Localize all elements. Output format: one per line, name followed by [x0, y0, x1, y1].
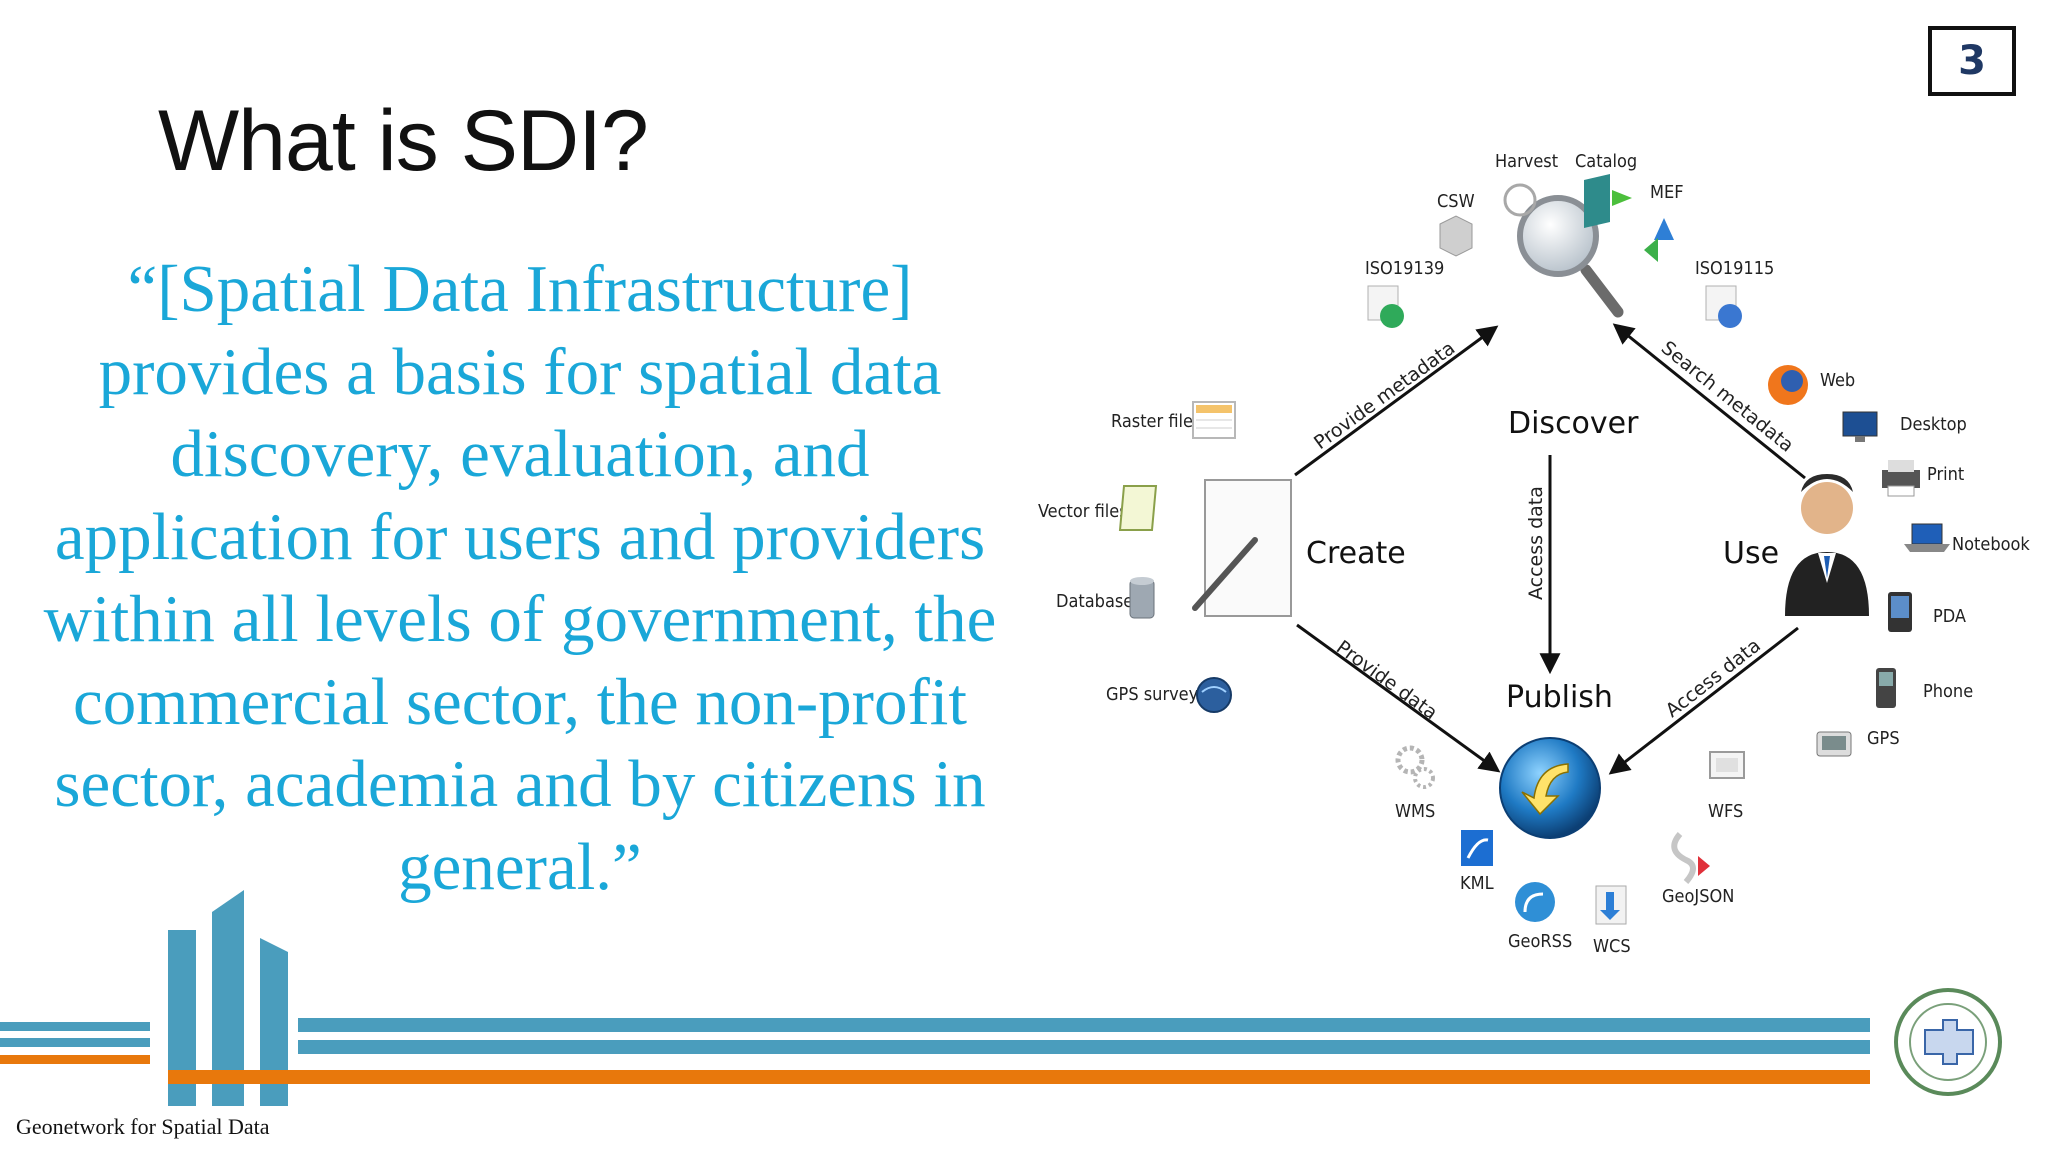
label-catalog: Catalog — [1575, 151, 1637, 172]
label-notebook: Notebook — [1952, 534, 2030, 555]
magnifier-icon — [1517, 195, 1624, 318]
vector-files-icon — [1118, 485, 1158, 531]
label-wcs: WCS — [1593, 936, 1631, 957]
label-georss: GeoRSS — [1508, 931, 1572, 952]
page-number: 3 — [1928, 26, 2016, 96]
label-harvest: Harvest — [1495, 151, 1558, 172]
notebook-icon — [1904, 523, 1950, 552]
iso19139-icon — [1367, 285, 1404, 328]
desktop-icon — [1842, 411, 1878, 442]
arrow-provide-data — [1296, 623, 1501, 773]
label-gps: GPS — [1867, 728, 1900, 749]
footer-stripe-blue-left-1 — [0, 1022, 150, 1031]
arrow-search-metadata — [1612, 323, 1806, 480]
label-raster-files: Raster files — [1111, 411, 1201, 432]
csw-icon — [1439, 215, 1473, 257]
footer-stripe-orange — [168, 1070, 1870, 1084]
arrow-provide-metadata — [1294, 325, 1499, 477]
geojson-icon — [1671, 832, 1710, 884]
node-discover: Discover — [1508, 406, 1639, 441]
footer-stripes-graphic — [0, 890, 2002, 1106]
label-access-data-diagonal: Access data — [1662, 634, 1765, 721]
printer-icon — [1882, 460, 1920, 497]
label-geojson: GeoJSON — [1662, 886, 1734, 907]
georss-icon — [1515, 882, 1555, 922]
phone-icon — [1876, 668, 1896, 708]
label-pda: PDA — [1933, 606, 1966, 627]
footer-stripe-blue-left-2 — [0, 1038, 150, 1047]
node-publish: Publish — [1506, 680, 1613, 715]
label-vector-files: Vector files — [1038, 501, 1128, 522]
organization-seal-logo — [1894, 988, 2002, 1096]
label-iso19139: ISO19139 — [1365, 258, 1444, 279]
sdi-workflow-diagram: Provide metadata Search metadata Access … — [1038, 151, 2030, 957]
footer-text: Geonetwork for Spatial Data — [16, 1114, 270, 1139]
label-databases: Databases — [1056, 591, 1142, 612]
wcs-icon — [1595, 885, 1627, 925]
iso19115-icon — [1705, 285, 1742, 328]
document-pencil-icon — [1192, 479, 1292, 617]
label-mef: MEF — [1650, 182, 1684, 203]
label-provide-metadata: Provide metadata — [1310, 337, 1459, 454]
user-person-icon — [1785, 474, 1869, 616]
pda-icon — [1888, 592, 1912, 632]
mef-icon — [1644, 218, 1674, 262]
harvest-icon — [1503, 183, 1537, 217]
footer-stripe-orange-left — [0, 1055, 150, 1064]
globe-publish-icon — [1499, 737, 1601, 839]
wms-gears-icon — [1395, 745, 1435, 789]
web-browser-icon — [1768, 365, 1808, 405]
slide-title: What is SDI? — [158, 93, 649, 189]
label-phone: Phone — [1923, 681, 1973, 702]
label-wfs: WFS — [1708, 801, 1743, 822]
label-gps-surveys: GPS surveys — [1106, 684, 1207, 705]
gps-device-icon — [1816, 731, 1852, 757]
label-csw: CSW — [1437, 191, 1475, 212]
label-print: Print — [1927, 464, 1964, 485]
gps-surveys-icon — [1196, 677, 1232, 713]
arrow-access-data-diagonal — [1608, 626, 1799, 775]
node-use: Use — [1723, 536, 1779, 571]
label-desktop: Desktop — [1900, 414, 1967, 435]
label-provide-data: Provide data — [1332, 636, 1441, 724]
label-kml: KML — [1460, 873, 1494, 894]
footer-stripe-blue-1 — [298, 1018, 1870, 1032]
sdi-definition-quote: “[Spatial Data Infrastructure] provides … — [43, 252, 997, 904]
wfs-icon — [1709, 751, 1745, 779]
label-web: Web — [1820, 370, 1855, 391]
footer-stripe-blue-2 — [298, 1040, 1870, 1054]
node-create: Create — [1306, 536, 1406, 571]
label-iso19115: ISO19115 — [1695, 258, 1774, 279]
raster-files-icon — [1192, 401, 1236, 439]
database-icon — [1129, 577, 1155, 619]
label-wms: WMS — [1395, 801, 1435, 822]
label-access-data-vertical: Access data — [1525, 486, 1547, 600]
catalog-icon — [1584, 174, 1632, 228]
kml-icon — [1461, 830, 1493, 866]
